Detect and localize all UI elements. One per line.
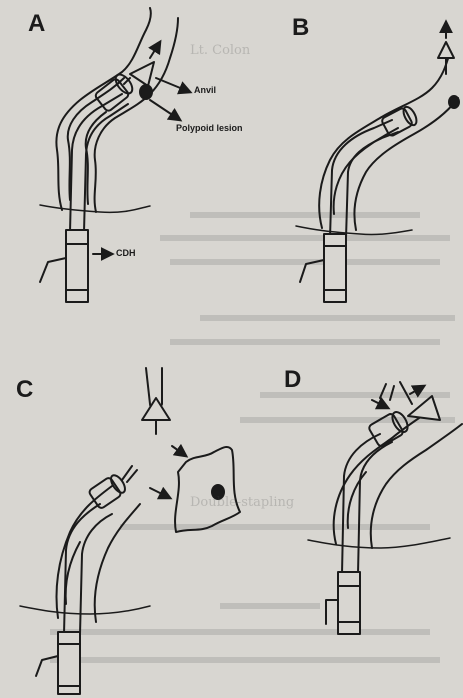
bleed-through-lines [50,215,455,660]
stapler-handle [338,572,360,634]
cdh-callout: CDH [116,249,136,258]
panel-label-b: B [292,16,309,40]
bleed-through-text-2: Double-stapling [190,496,294,509]
stapler-handle [66,230,88,302]
anvil-icon [408,396,440,420]
anvil-icon [438,42,454,58]
resected-specimen-icon [175,447,240,532]
stapler-handle [58,632,80,694]
stapler-head [88,477,122,510]
polypoid-lesion-callout: Polypoid lesion [176,124,243,133]
anvil-icon [142,398,170,420]
lesion-icon [140,85,152,99]
bleed-through-text-1: Lt. Colon [190,44,250,57]
panel-c [20,368,240,694]
anvil-callout: Anvil [194,86,216,95]
panel-label-a: A [28,12,45,36]
colon-wall-right [95,18,178,212]
panel-a [40,8,190,302]
stapler-handle [324,234,346,302]
lesion-icon [449,96,459,108]
panel-label-d: D [284,368,301,392]
panel-label-c: C [16,378,33,402]
anvil-icon [130,62,154,86]
